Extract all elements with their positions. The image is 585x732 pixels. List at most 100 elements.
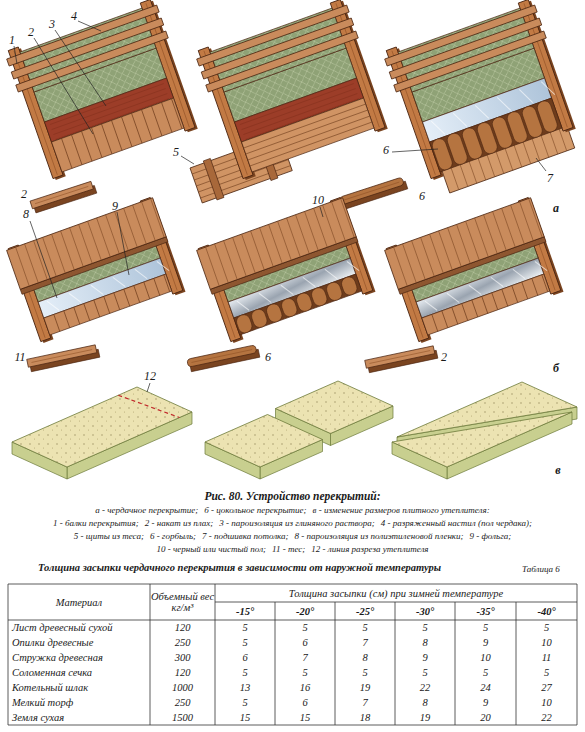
shields-layer (242, 98, 375, 172)
floor-board (484, 215, 498, 254)
callout-number: 7 (547, 172, 553, 184)
slab-log (310, 286, 329, 308)
table-rule (8, 584, 9, 725)
floor-board (341, 198, 355, 237)
plank-joint (112, 120, 123, 150)
leader-line (181, 156, 194, 164)
attic-board (206, 31, 358, 92)
caption-item: 6 - горбыль; (150, 531, 196, 541)
plank-joint (104, 296, 110, 313)
leader-line (30, 221, 57, 298)
table-cell: 9 (395, 650, 455, 665)
floor-board (34, 241, 48, 280)
floor-board (151, 198, 165, 237)
floor-board (430, 234, 444, 273)
sheen (113, 274, 125, 289)
table-cell: 5 (275, 665, 335, 680)
planks-layer (44, 274, 172, 335)
plank-joint (84, 304, 90, 321)
slab-top (392, 412, 572, 467)
plank-joint (542, 275, 548, 292)
plank-joint (492, 293, 498, 310)
plank-joint (64, 311, 70, 328)
table-cell: 5 (455, 665, 516, 680)
floor-construction (194, 0, 390, 182)
floor-board (52, 234, 66, 273)
loose-plank (365, 345, 438, 373)
plank-joint (62, 138, 72, 168)
table-cell: 15 (215, 710, 275, 725)
caption-item: 10 - черный или чистый пол; (156, 544, 266, 554)
sheen (157, 259, 169, 274)
plank-joint (144, 282, 150, 299)
table-cell: 8 (395, 695, 455, 710)
table-header: Материал (8, 584, 150, 620)
callout-number: 9 (112, 200, 118, 212)
sheen (47, 298, 59, 313)
slab-log (536, 99, 560, 134)
floor-board (457, 224, 471, 263)
table-cell: 19 (335, 680, 395, 695)
table-title: Толщина засыпки чердачного перекрытия в … (38, 562, 441, 573)
table-cell: Земля сухая (8, 710, 150, 725)
table-cell: 6 (215, 650, 275, 665)
caption-item: 7 - подшивка потолка; (202, 531, 289, 541)
table-cell: Лист древесный сухой (8, 620, 150, 635)
sheen (303, 274, 315, 289)
plank-joint (54, 314, 60, 331)
table-cell: Опилки древесные (8, 635, 150, 650)
caption-item: 3 - пароизоляция из глиняного раствора; (219, 518, 374, 528)
floor-board (70, 228, 84, 267)
caption-item: б - цокольное перекрытие; (204, 505, 306, 515)
slab-log (235, 313, 254, 335)
leader-line (117, 212, 129, 275)
slab-top (12, 387, 192, 467)
floor-board (115, 211, 129, 250)
floor-board (25, 244, 39, 283)
batten (203, 158, 224, 200)
floor-board (439, 231, 453, 270)
table-cell: 8 (335, 650, 395, 665)
logs-layer (234, 274, 362, 335)
table-cell: 19 (395, 710, 455, 725)
floor-board (466, 221, 480, 260)
callout-number: 11 (14, 351, 25, 363)
floor-board (106, 215, 120, 254)
leader-line (536, 158, 546, 171)
table-cell: 7 (275, 650, 335, 665)
table-rule (215, 584, 216, 725)
floor-board (314, 208, 328, 247)
plank-joint (462, 304, 468, 321)
table-cell: Котельный шлак (8, 680, 150, 695)
caption-item: 11 - тес; (272, 544, 305, 554)
plank-joint (522, 282, 528, 299)
floor-construction (6, 197, 185, 345)
plank-joint (114, 293, 120, 310)
sheen (535, 259, 547, 274)
sheen (453, 110, 467, 129)
callout-number: 5 (173, 146, 179, 158)
attic-board (197, 5, 349, 66)
sheen (69, 290, 81, 305)
table-header: -15° (215, 602, 275, 620)
floor-board (97, 218, 111, 257)
table-cell: 8 (395, 635, 455, 650)
table-rule (150, 584, 151, 725)
callout-number: 3 (49, 18, 55, 30)
clean-floor (385, 198, 545, 290)
leader-line (320, 207, 323, 217)
plank-joint (512, 286, 518, 303)
table-cell: 5 (335, 620, 395, 635)
caption-line: а - чердачное перекрытие;б - цокольное п… (0, 504, 585, 516)
plank-grain (344, 182, 399, 200)
floor-board (493, 211, 507, 250)
floor-board (529, 198, 543, 237)
floor-board (305, 211, 319, 250)
table-cell: 1500 (150, 710, 215, 725)
plank-joint (432, 314, 438, 331)
floor-board (142, 202, 156, 241)
table-rule (516, 602, 517, 725)
table-rule (8, 725, 577, 726)
